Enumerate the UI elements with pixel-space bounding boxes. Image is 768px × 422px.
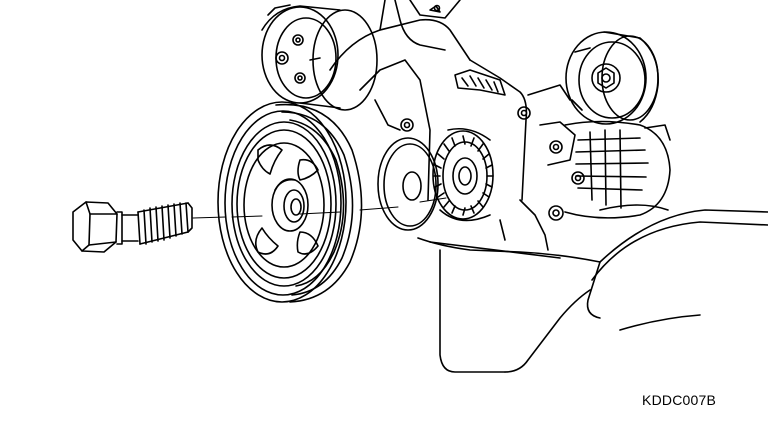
alternator-icon: [565, 122, 670, 218]
alignment-centerline: [193, 198, 446, 218]
washer-icon: [378, 138, 438, 230]
crankshaft-pulley-bolt-icon: [73, 202, 192, 252]
figure-code-label: KDDC007B: [642, 392, 716, 408]
water-pump-pulley-icon: [262, 5, 377, 110]
idler-pulley-icon: [566, 32, 658, 124]
crankshaft-pulley-icon: [218, 102, 362, 302]
engine-block-icon: [330, 0, 600, 372]
lower-right-housing-icon: [588, 210, 768, 330]
crankshaft-sprocket-icon: [433, 129, 493, 221]
